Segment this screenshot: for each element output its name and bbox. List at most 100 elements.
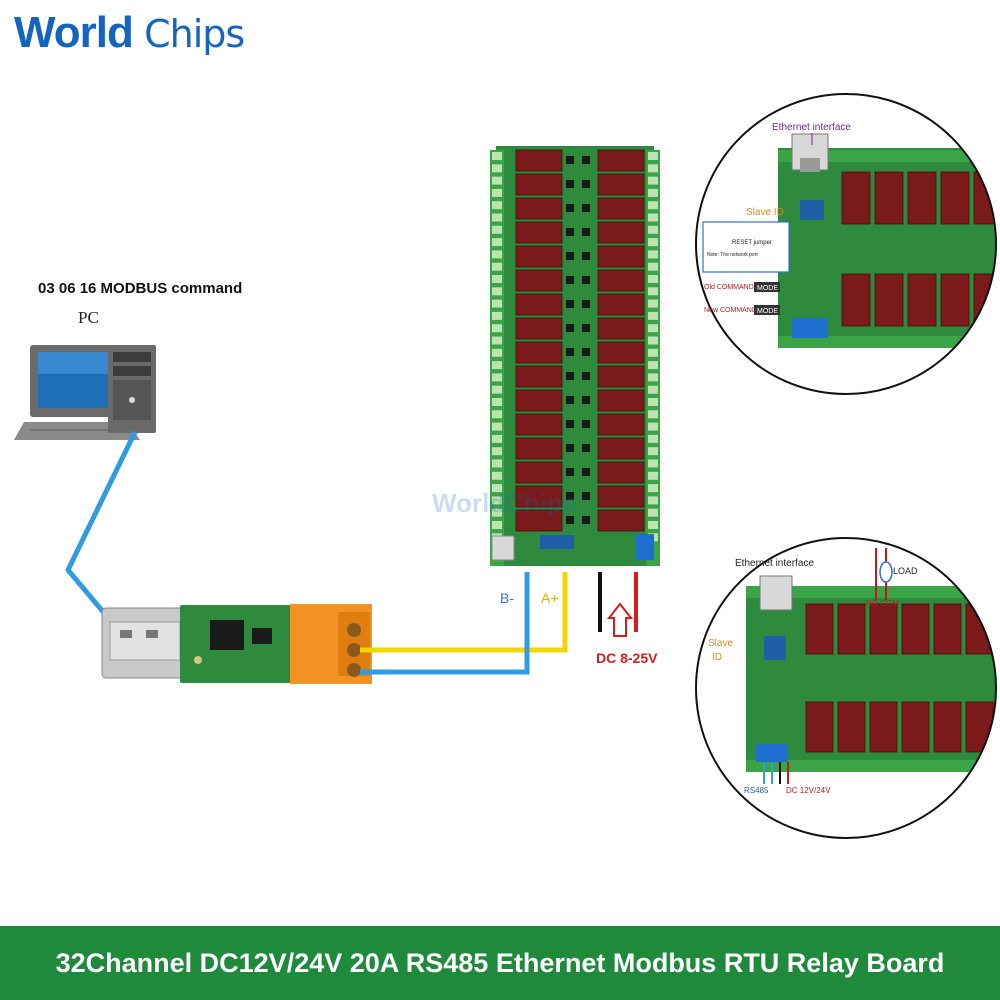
terminal-screw	[492, 213, 502, 222]
new-command-label: New COMMAND	[704, 307, 757, 314]
relay	[515, 293, 563, 316]
chip	[582, 468, 590, 476]
old-command-label: Old COMMAND	[704, 284, 754, 291]
terminal-screw	[492, 188, 502, 197]
chip	[582, 156, 590, 164]
pc-illustration	[14, 345, 156, 440]
terminal-screw	[648, 336, 658, 345]
inset-top-slave-id-label: Slave ID	[746, 207, 784, 218]
chip	[566, 372, 574, 380]
terminal-screw	[648, 311, 658, 320]
terminal-screw	[492, 459, 502, 468]
inset-bottom-detail: Ethernet interface Slave ID LOAD NO COM …	[695, 537, 997, 839]
relay	[515, 365, 563, 388]
relay	[933, 603, 962, 655]
relay	[597, 173, 645, 196]
chip	[582, 492, 590, 500]
relay	[515, 245, 563, 268]
relay	[869, 701, 898, 753]
reset-note-text: Note: The network port	[707, 252, 758, 258]
wire-a-plus	[360, 572, 568, 653]
terminal-screw	[492, 262, 502, 271]
relay	[597, 149, 645, 172]
chip	[582, 372, 590, 380]
chip	[566, 444, 574, 452]
ethernet-port	[491, 535, 515, 561]
terminal-screw	[648, 201, 658, 210]
relay	[869, 603, 898, 655]
wire-b-label: B-	[500, 590, 514, 606]
wire-b-minus	[360, 572, 530, 675]
inset-top-border	[695, 93, 997, 395]
terminal-screw	[492, 508, 502, 517]
terminal-screw	[648, 348, 658, 357]
relay	[515, 317, 563, 340]
relay	[805, 603, 834, 655]
relay	[515, 149, 563, 172]
chip	[582, 348, 590, 356]
relay	[597, 365, 645, 388]
relay	[597, 461, 645, 484]
terminal-screw	[492, 361, 502, 370]
relay	[597, 485, 645, 508]
no-com-label: NO COM	[866, 599, 899, 608]
inset-bottom-border	[695, 537, 997, 839]
power-arrow-icon	[606, 602, 634, 637]
terminal-screw	[492, 521, 502, 529]
terminal-screw	[648, 250, 658, 259]
terminal-screw	[492, 471, 502, 480]
inset-top-ethernet-label: Ethernet interface	[772, 122, 851, 133]
relay	[874, 171, 904, 225]
load-icon	[879, 561, 893, 583]
relay	[515, 173, 563, 196]
terminal-screw	[492, 275, 502, 283]
old-mode-tag: MODE	[757, 285, 778, 292]
rs485-label: RS485	[744, 786, 769, 795]
terminal-screw	[648, 238, 658, 247]
terminal-screw	[648, 188, 658, 197]
relay-column-left	[515, 149, 574, 532]
relay	[837, 701, 866, 753]
chip	[582, 516, 590, 524]
chip	[566, 468, 574, 476]
relay	[597, 413, 645, 436]
relay	[515, 461, 563, 484]
terminal-screw	[492, 250, 502, 259]
terminal-screw	[492, 164, 502, 173]
usb-cable	[65, 430, 138, 622]
terminal-screw	[492, 311, 502, 320]
terminal-screw	[648, 447, 658, 456]
inset-bottom-id-label: ID	[712, 652, 722, 663]
relay	[515, 485, 563, 508]
terminal-screw	[648, 176, 658, 185]
relay	[841, 171, 871, 225]
power-terminal	[636, 534, 654, 560]
terminal-screw	[492, 422, 502, 431]
inset-top-detail: Ethernet interface Slave ID RESET jumper…	[695, 93, 997, 395]
reset-jumper-title: RESET jumper	[732, 240, 772, 246]
terminal-screw	[648, 287, 658, 296]
relay	[597, 269, 645, 292]
relay	[515, 197, 563, 220]
terminal-screw	[492, 496, 502, 505]
terminal-screw	[648, 385, 658, 394]
terminal-screw	[648, 225, 658, 234]
terminal-screw	[492, 447, 502, 456]
terminal-screw	[648, 324, 658, 333]
relay	[940, 171, 970, 225]
chip	[566, 228, 574, 236]
chip	[582, 444, 590, 452]
chip	[566, 324, 574, 332]
terminal-screw	[648, 299, 658, 308]
terminal-screw	[492, 398, 502, 406]
brand-logo: World Chips	[14, 8, 245, 58]
chip	[566, 420, 574, 428]
terminal-screw	[492, 152, 502, 160]
terminal-screw	[648, 398, 658, 406]
terminal-screw	[648, 373, 658, 382]
terminal-screw	[492, 225, 502, 234]
terminal-screw	[492, 324, 502, 333]
terminal-screw	[492, 410, 502, 419]
relay	[907, 273, 937, 327]
